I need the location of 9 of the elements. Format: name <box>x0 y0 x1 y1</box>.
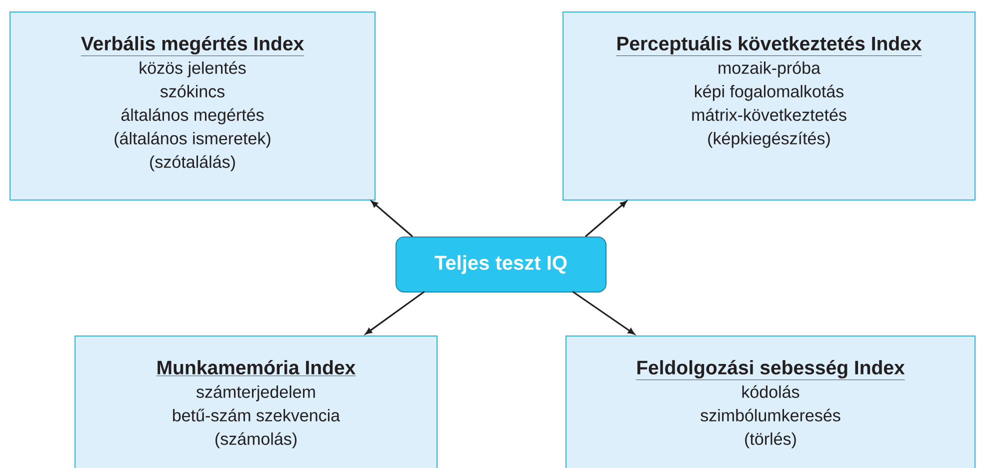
index-box: Feldolgozási sebesség Index kódolás szimbólumkeresés (törlés) <box>566 336 976 468</box>
arrow <box>584 200 627 238</box>
index-box: Munkamemória Index számterjedelem betű-szám szekvencia (számolás) <box>74 336 438 468</box>
center-box: Teljes teszt IQ <box>396 236 606 292</box>
index-box: Verbális megértés Index közös jelentés szókincs általános megértés (általános ismeretek) (szótalálás) <box>10 12 376 200</box>
arrow <box>572 290 635 334</box>
index-box: Perceptuális következtetés Index mozaik-próba képi fogalomalkotás mátrix-következtetés (képkiegészítés) <box>562 12 976 200</box>
arrow <box>365 290 425 334</box>
arrow <box>371 200 414 238</box>
